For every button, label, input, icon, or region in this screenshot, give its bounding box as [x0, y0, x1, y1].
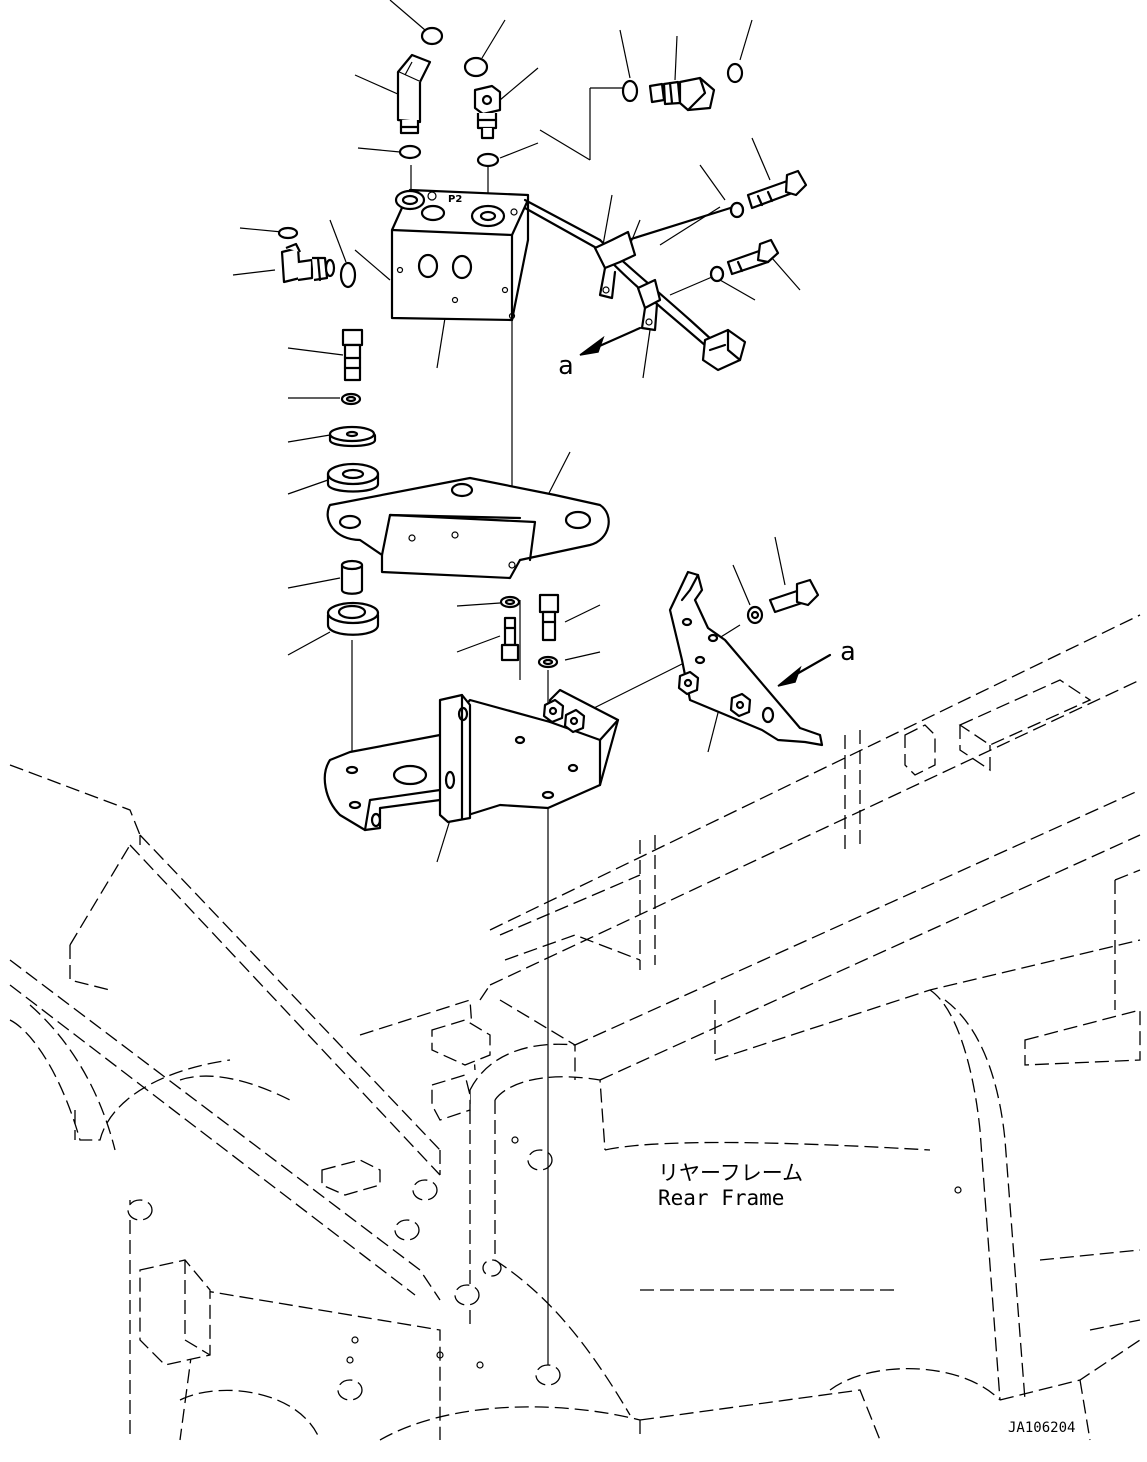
frame-label-jp: リヤーフレーム — [658, 1161, 803, 1185]
frame-label-en: Rear Frame — [658, 1186, 784, 1210]
valve-port-label: P2 — [448, 194, 462, 205]
arrow-icon — [777, 665, 802, 687]
bolt-mid-right — [726, 238, 780, 276]
callout-label-a: a — [558, 351, 574, 381]
right-bracket — [668, 570, 824, 747]
elbow-fitting-right — [648, 76, 716, 112]
sensor-fitting — [473, 84, 502, 140]
valve-block: P2 — [390, 188, 530, 322]
bolt-bracket — [746, 578, 820, 625]
leader-lines — [232, 0, 801, 863]
wire-harness — [523, 198, 747, 372]
callout-label-a: a — [840, 637, 856, 667]
bolt-upper-right — [746, 169, 808, 210]
bracket-plate — [326, 476, 610, 580]
side-elbow-fitting — [280, 242, 336, 284]
washers-right — [709, 201, 745, 283]
elbow-fitting-top — [396, 53, 432, 135]
bolt-set-center — [499, 593, 560, 669]
mount-stack-lower — [326, 559, 380, 636]
mount-stack-upper — [326, 328, 380, 493]
callout-arrow-a-right: a — [777, 637, 856, 687]
callout-arrow-a-top: a — [558, 326, 642, 381]
lower-bracket — [323, 688, 620, 832]
rear-frame — [9, 614, 1141, 1441]
arrow-icon — [579, 335, 605, 356]
drawing-code: JA106204 — [1008, 1420, 1075, 1436]
